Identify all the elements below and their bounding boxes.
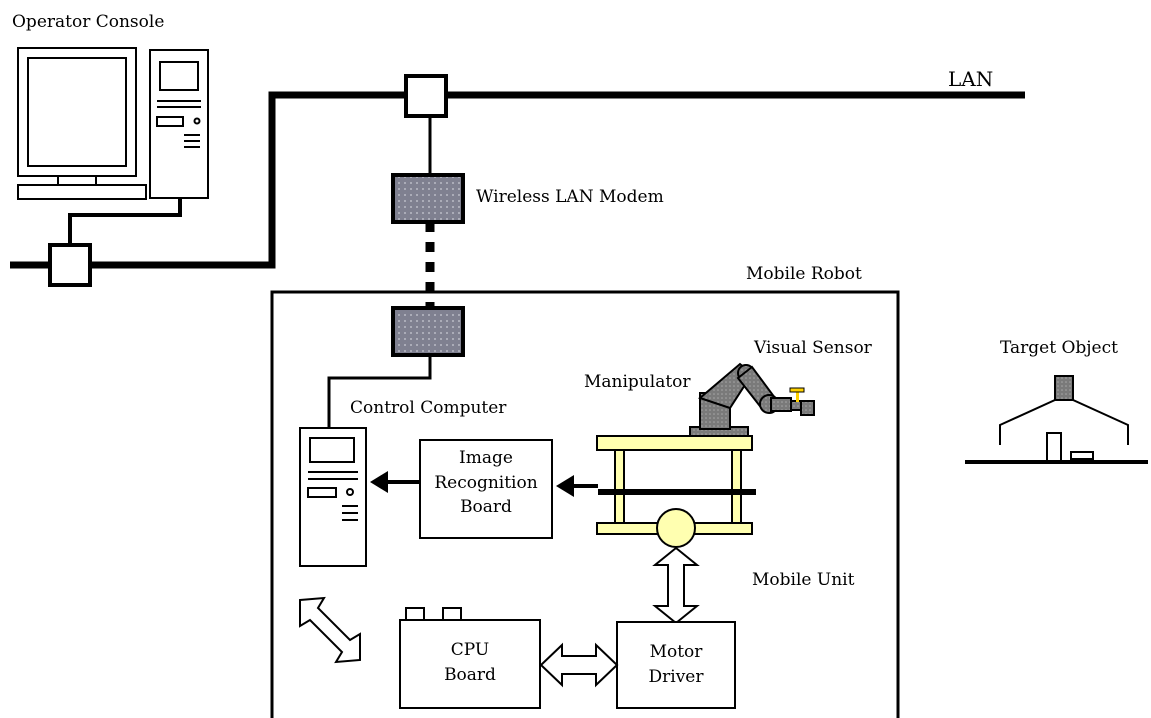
cpu-board-line-1: CPU xyxy=(450,640,490,660)
manipulator-arm xyxy=(689,362,815,437)
visual-sensor-label: Visual Sensor xyxy=(754,338,872,358)
image-recognition-board-text: Image Recognition Board xyxy=(420,446,552,520)
image-recognition-board-line-2: Recognition xyxy=(434,472,538,493)
image-recognition-board-line-3: Board xyxy=(460,497,512,518)
lan-hub-left xyxy=(48,243,92,287)
double-arrow-horizontal xyxy=(539,642,619,688)
wireless-modem-robot xyxy=(391,306,465,357)
wireless-modem-base xyxy=(391,173,465,224)
data-arrow-sensor-to-board xyxy=(556,475,598,497)
mobile-robot-frame xyxy=(270,290,900,718)
motor-driver-line-2: Driver xyxy=(648,666,704,687)
modem-computer-link xyxy=(327,355,432,428)
mobile-robot-label: Mobile Robot xyxy=(746,264,862,284)
image-recognition-board-line-1: Image xyxy=(459,448,513,468)
operator-console-label: Operator Console xyxy=(12,12,165,32)
cpu-board-line-2: Board xyxy=(444,664,496,685)
cpu-board-box xyxy=(399,607,541,709)
target-object-label: Target Object xyxy=(1000,338,1118,358)
lan-label: LAN xyxy=(948,67,994,91)
image-recognition-board-box xyxy=(419,439,553,539)
target-object-icon xyxy=(965,375,1148,464)
mobile-unit-label: Mobile Unit xyxy=(752,570,855,590)
control-computer-icon xyxy=(299,427,367,567)
double-arrow-diagonal xyxy=(299,596,361,664)
double-arrow-vertical xyxy=(652,546,700,625)
cpu-board-text: CPU Board xyxy=(400,638,540,687)
motor-driver-text: Motor Driver xyxy=(617,640,735,689)
data-arrow-board-to-computer xyxy=(370,471,420,493)
console-lan-link xyxy=(68,198,182,245)
lan-network-line xyxy=(10,91,1025,269)
lan-hub-top xyxy=(404,74,448,118)
mobile-unit-platform xyxy=(596,435,756,548)
operator-console-icon xyxy=(17,47,209,200)
motor-driver-line-1: Motor xyxy=(649,642,703,662)
manipulator-label: Manipulator xyxy=(584,372,691,392)
wireless-lan-modem-label: Wireless LAN Modem xyxy=(476,187,664,207)
control-computer-label: Control Computer xyxy=(350,398,507,418)
